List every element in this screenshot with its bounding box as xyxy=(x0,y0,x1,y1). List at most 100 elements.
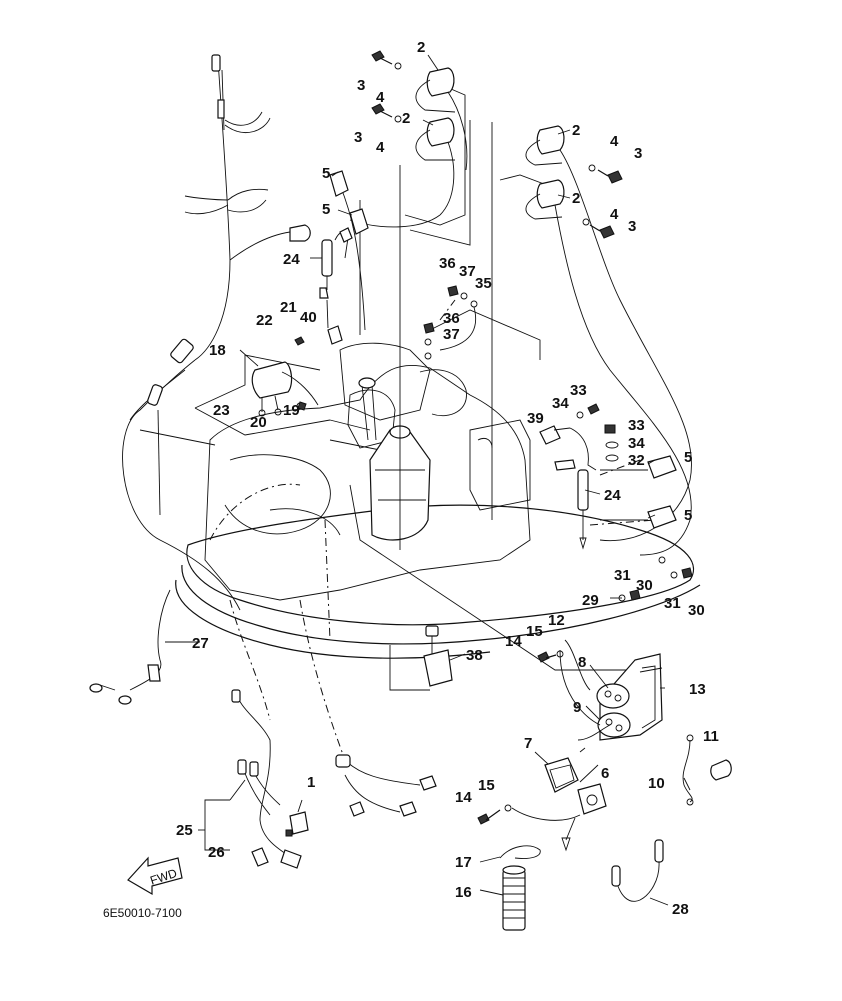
band-17 xyxy=(499,845,541,859)
callout-10: 10 xyxy=(648,775,665,792)
engine-block xyxy=(204,342,531,601)
callout-22: 22 xyxy=(256,312,273,329)
callout-1: 1 xyxy=(307,774,315,791)
bolts-29-30-31 xyxy=(618,556,693,602)
callout-25: 25 xyxy=(176,822,193,839)
callout-34a: 34 xyxy=(552,395,569,412)
connector-39 xyxy=(539,425,571,445)
plug-cap-right-2 xyxy=(600,505,677,529)
callout-8: 8 xyxy=(578,654,586,671)
terminal-block-9 xyxy=(597,712,631,738)
callout-37b: 37 xyxy=(443,326,460,343)
callout-23: 23 xyxy=(213,402,230,419)
callout-15b: 15 xyxy=(478,777,495,794)
callout-11: 11 xyxy=(703,728,719,745)
plug-cap-right-1 xyxy=(600,455,677,479)
ignition-coil-2 xyxy=(415,117,455,216)
cap-11 xyxy=(710,759,732,781)
callout-15a: 15 xyxy=(526,623,543,640)
harness-middle xyxy=(335,754,437,817)
callout-31b: 31 xyxy=(664,595,681,612)
callout-39: 39 xyxy=(527,410,544,427)
ignition-coil-4 xyxy=(525,179,565,220)
callout-4d: 4 xyxy=(610,206,619,223)
callout-13: 13 xyxy=(689,681,706,698)
callout-3c: 3 xyxy=(634,145,642,162)
callout-28: 28 xyxy=(672,901,689,918)
terminal-lead-sensor xyxy=(561,817,576,852)
switch-1 xyxy=(285,799,309,837)
ignition-coil-1 xyxy=(415,67,468,171)
callout-14a: 14 xyxy=(505,633,522,650)
callout-5c: 5 xyxy=(684,449,692,466)
callout-18: 18 xyxy=(209,342,226,359)
terminal-cover-6 xyxy=(577,783,607,815)
cdi-unit xyxy=(469,419,531,511)
bolts-33-34 xyxy=(569,403,619,471)
terminal-block-8 xyxy=(596,683,630,709)
callout-27: 27 xyxy=(192,635,209,652)
callout-40: 40 xyxy=(300,309,317,326)
bolts-35-36-37 xyxy=(423,285,478,360)
callout-29: 29 xyxy=(582,592,599,609)
fuse-holder-right xyxy=(554,459,589,550)
callout-7: 7 xyxy=(524,735,532,752)
callout-3a: 3 xyxy=(357,77,365,94)
callout-36b: 36 xyxy=(443,310,460,327)
lead-28 xyxy=(611,839,664,902)
harness-25 xyxy=(231,689,302,869)
plug-cap-upper-2 xyxy=(349,208,369,235)
callout-3b: 3 xyxy=(354,129,362,146)
callout-6: 6 xyxy=(601,765,609,782)
callout-19: 19 xyxy=(283,402,300,419)
callout-31a: 31 xyxy=(614,567,631,584)
callout-26: 26 xyxy=(208,844,225,861)
callout-4a: 4 xyxy=(376,89,385,106)
callout-33a: 33 xyxy=(570,382,587,399)
callout-30a: 30 xyxy=(636,577,653,594)
callout-20: 20 xyxy=(250,414,267,431)
callout-33b: 33 xyxy=(628,417,645,434)
callout-2d: 2 xyxy=(572,190,580,207)
callout-32: 32 xyxy=(628,452,645,469)
callout-2c: 2 xyxy=(572,122,580,139)
ground-lead-10 xyxy=(682,734,694,806)
callout-35: 35 xyxy=(475,275,492,292)
relay-assembly xyxy=(251,336,319,417)
callout-2b: 2 xyxy=(402,110,410,127)
callout-4b: 4 xyxy=(376,139,385,156)
main-wiring-harness xyxy=(122,54,311,611)
callout-5a: 5 xyxy=(322,165,330,182)
stay-38 xyxy=(423,625,453,687)
bolts-14-15-lower xyxy=(477,804,581,825)
callout-38: 38 xyxy=(466,647,483,664)
callout-34b: 34 xyxy=(628,435,645,452)
callout-5b: 5 xyxy=(322,201,330,218)
rubber-cap-7 xyxy=(544,757,579,793)
figure-code: 6E50010-7100 xyxy=(103,906,182,920)
ignition-coil-3 xyxy=(525,125,565,166)
callout-21: 21 xyxy=(280,299,297,316)
connector-40 xyxy=(326,299,343,345)
callout-24a: 24 xyxy=(283,251,300,268)
battery-cable-27 xyxy=(89,589,171,705)
fwd-arrow-icon: FWD xyxy=(127,856,183,896)
callout-24b: 24 xyxy=(604,487,621,504)
callout-14b: 14 xyxy=(455,789,472,806)
callout-16: 16 xyxy=(455,884,472,901)
plug-cap-upper-1 xyxy=(329,170,349,197)
callout-17: 17 xyxy=(455,854,472,871)
grommet-16 xyxy=(502,865,526,931)
wires-12 xyxy=(559,639,611,753)
callout-30b: 30 xyxy=(688,602,705,619)
callout-5d: 5 xyxy=(684,507,692,524)
bolts-14-15-upper xyxy=(537,650,564,663)
callout-4c: 4 xyxy=(610,133,619,150)
bolts-washers-top xyxy=(371,50,623,239)
fuse-holder-left xyxy=(319,227,353,299)
callout-numbers: 2 3 4 2 3 4 2 4 3 2 4 3 5 5 5 5 24 24 36… xyxy=(176,39,719,918)
callout-2a: 2 xyxy=(417,39,425,56)
callout-leaders xyxy=(165,54,691,906)
callout-9: 9 xyxy=(573,699,581,716)
